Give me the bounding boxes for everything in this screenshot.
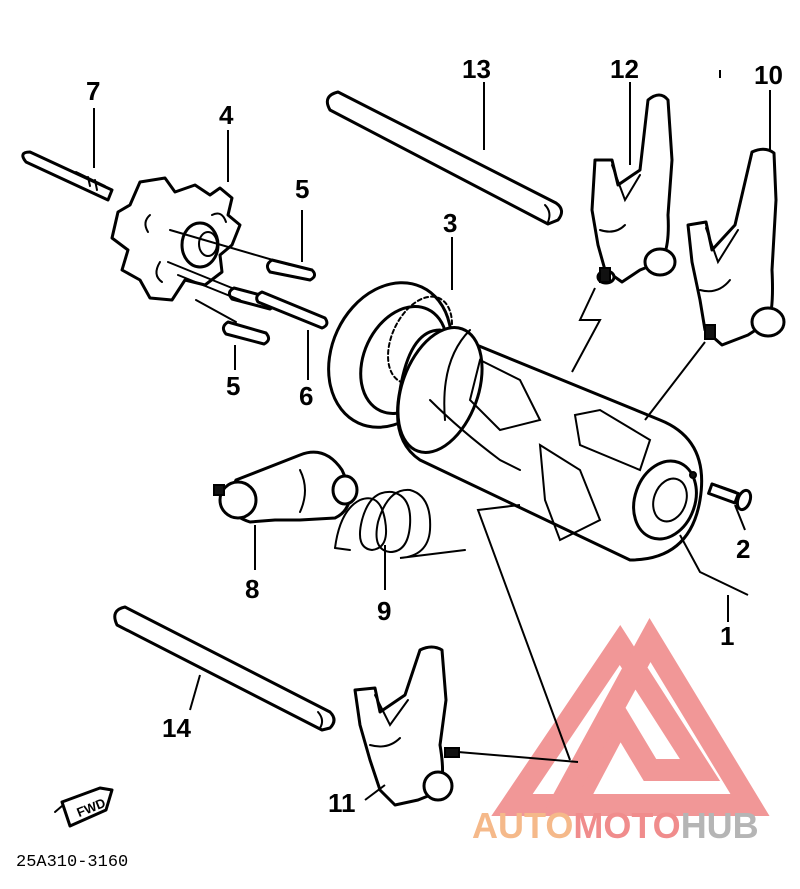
shift-rod-lower xyxy=(113,605,336,732)
callout-5-lower: 5 xyxy=(226,371,240,401)
callout-10: 10 xyxy=(754,60,783,90)
shift-rod-upper xyxy=(325,90,563,226)
cam-bolt xyxy=(21,150,114,202)
watermark-word-hub: HUB xyxy=(681,805,759,846)
callout-11: 11 xyxy=(328,788,356,818)
watermark-word-moto: MOTO xyxy=(573,805,680,846)
fwd-direction-stamp: FWD xyxy=(54,786,114,828)
callout-4: 4 xyxy=(219,100,234,130)
watermark-text: AUTOMOTOHUB xyxy=(472,805,759,846)
callout-2: 2 xyxy=(736,534,750,564)
callout-13: 13 xyxy=(462,54,491,84)
shift-drum xyxy=(396,326,704,562)
pin-long xyxy=(255,290,329,330)
callout-3: 3 xyxy=(443,208,457,238)
callout-14: 14 xyxy=(162,713,191,743)
pin-lower xyxy=(221,320,271,346)
drum-screw xyxy=(707,482,753,512)
watermark-logo xyxy=(491,617,770,816)
shift-fork-12 xyxy=(590,93,677,285)
pin-upper xyxy=(265,258,317,282)
drum-cam-plate xyxy=(110,176,242,302)
drawing-code: 25A310-3160 xyxy=(16,853,128,872)
callout-12: 12 xyxy=(610,54,639,84)
watermark-word-auto: AUTO xyxy=(472,805,573,846)
callout-1: 1 xyxy=(720,621,734,651)
shift-fork-11 xyxy=(353,645,460,807)
callout-9: 9 xyxy=(377,596,391,626)
callout-5-upper: 5 xyxy=(295,174,309,204)
callout-8: 8 xyxy=(245,574,259,604)
stopper-lever xyxy=(213,450,359,524)
stopper-spring xyxy=(334,488,466,559)
shift-fork-10 xyxy=(686,147,786,347)
callout-7: 7 xyxy=(86,76,100,106)
leader-lines xyxy=(93,70,771,801)
callout-6: 6 xyxy=(299,381,313,411)
